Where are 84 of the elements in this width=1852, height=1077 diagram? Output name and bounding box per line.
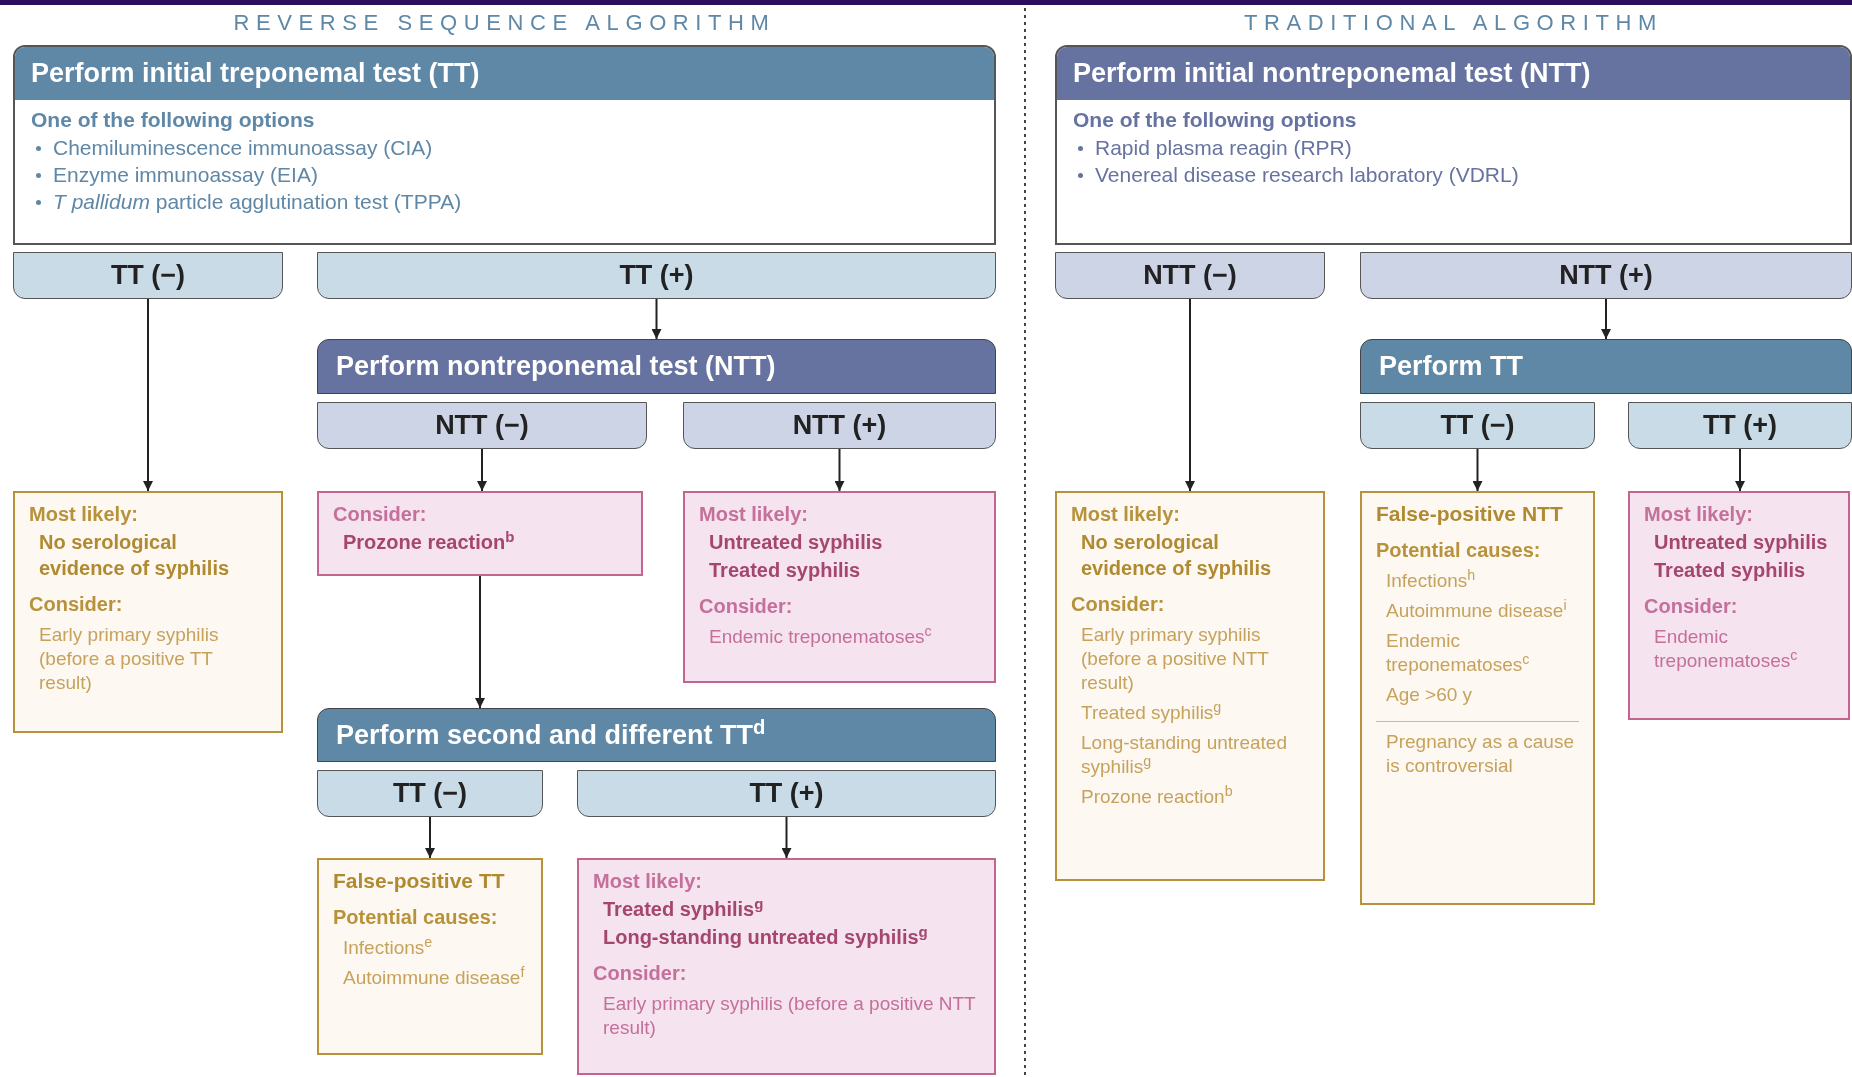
arrow	[1185, 298, 1195, 492]
box-heading: Consider:	[1644, 594, 1739, 619]
result-tab: NTT (−)	[317, 402, 647, 449]
options-heading: One of the following options	[31, 107, 316, 133]
finding-text: Early primary syphilis (before a positive TT result)	[38, 623, 220, 695]
arrow	[143, 298, 153, 492]
finding-text: Prozone reaction$^{b}$	[342, 529, 516, 555]
outcome-box	[317, 491, 643, 576]
arrow	[1735, 448, 1745, 492]
box-heading: Most likely:	[29, 502, 139, 527]
finding-text: Endemic treponematoses$^{c}$	[1385, 629, 1531, 677]
finding-text: Early primary syphilis (before a positive NTT result)	[1080, 623, 1270, 695]
result-tab: NTT (+)	[683, 402, 996, 449]
box-heading: Consider:	[333, 502, 428, 527]
result-tab: NTT (+)	[1360, 252, 1852, 299]
finding-text: Infections$^{e}$	[342, 936, 434, 960]
outcome-box	[1055, 491, 1325, 881]
finding-text: Autoimmune disease$^{f}$	[342, 966, 526, 990]
result-tab: TT (−)	[13, 252, 283, 299]
finding-text: Autoimmune disease$^{i}$	[1385, 599, 1568, 623]
box-heading: Potential causes:	[1376, 538, 1542, 563]
step-header: Perform nontreponemal test (NTT)	[317, 339, 996, 394]
finding-text: Treated syphilis	[708, 558, 862, 583]
options-heading: One of the following options	[1073, 107, 1358, 133]
arrow	[834, 448, 845, 492]
finding-text: Treated syphilis$^{g}$	[602, 896, 765, 922]
box-heading: Most likely:	[1071, 502, 1181, 527]
card-header: Perform initial nontreponemal test (NTT)	[1057, 47, 1850, 100]
test-card	[13, 45, 996, 245]
finding-text: Treated syphilis	[1653, 558, 1807, 583]
arrow	[425, 816, 435, 859]
section-title: REVERSE SEQUENCE ALGORITHM	[233, 9, 776, 37]
step-header: Perform TT	[1360, 339, 1852, 394]
finding-text: Endemic treponematoses$^{c}$	[1653, 625, 1799, 673]
finding-text: Untreated syphilis	[708, 530, 884, 555]
arrow	[477, 448, 487, 492]
result-tab: TT (+)	[1628, 402, 1852, 449]
option-item: Chemiluminescence immunoassay (CIA)	[31, 134, 978, 161]
finding-text: No serological evidence of syphilis	[1080, 530, 1273, 581]
arrow	[475, 575, 485, 709]
finding-text: Long-standing untreated syphilis$^{g}$	[602, 924, 929, 950]
finding-text: Untreated syphilis	[1653, 530, 1829, 555]
finding-text: Endemic treponematoses$^{c}$	[708, 625, 933, 649]
box-heading: Most likely:	[699, 502, 809, 527]
result-tab: NTT (−)	[1055, 252, 1325, 299]
finding-text: Treated syphilis$^{g}$	[1080, 701, 1223, 725]
box-heading: False-positive TT	[333, 868, 506, 894]
finding-text: Infections$^{h}$	[1385, 569, 1477, 593]
finding-text: No serological evidence of syphilis	[38, 530, 231, 581]
box-heading: Most likely:	[1644, 502, 1754, 527]
box-heading: Potential causes:	[333, 905, 499, 930]
result-tab: TT (+)	[317, 252, 996, 299]
finding-text: Early primary syphilis (before a positive NTT result)	[602, 992, 977, 1040]
arrow	[651, 298, 662, 340]
box-heading: Consider:	[29, 592, 124, 617]
option-item: Enzyme immunoassay (EIA)	[31, 161, 978, 188]
outcome-box	[1360, 491, 1595, 905]
box-heading: Consider:	[593, 961, 688, 986]
arrow	[1472, 448, 1483, 492]
finding-text: Long-standing untreated syphilis$^{g}$	[1080, 731, 1288, 779]
box-heading: Consider:	[699, 594, 794, 619]
box-heading: False-positive NTT	[1376, 501, 1564, 527]
step-header: Perform second and different TT$^{d}$	[317, 708, 996, 762]
card-header: Perform initial treponemal test (TT)	[15, 47, 994, 100]
option-item: T pallidum particle agglutination test (TPPA)	[31, 188, 978, 215]
finding-text: Age >60 y	[1385, 683, 1474, 707]
arrow	[781, 816, 792, 859]
note-text: Pregnancy as a cause is controversial	[1385, 730, 1575, 778]
section-title: TRADITIONAL ALGORITHM	[1244, 9, 1663, 37]
box-heading: Most likely:	[593, 869, 703, 894]
option-item: Venereal disease research laboratory (VDRL)	[1073, 161, 1834, 188]
outcome-box	[683, 491, 996, 683]
result-tab: TT (−)	[1360, 402, 1595, 449]
outcome-box	[1628, 491, 1850, 720]
test-card	[1055, 45, 1852, 245]
outcome-box	[13, 491, 283, 733]
arrow	[1601, 298, 1611, 340]
outcome-box	[577, 858, 996, 1075]
result-tab: TT (−)	[317, 770, 543, 817]
option-item: Rapid plasma reagin (RPR)	[1073, 134, 1834, 161]
result-tab: TT (+)	[577, 770, 996, 817]
outcome-box	[317, 858, 543, 1055]
box-heading: Consider:	[1071, 592, 1166, 617]
finding-text: Prozone reaction$^{b}$	[1080, 785, 1234, 809]
